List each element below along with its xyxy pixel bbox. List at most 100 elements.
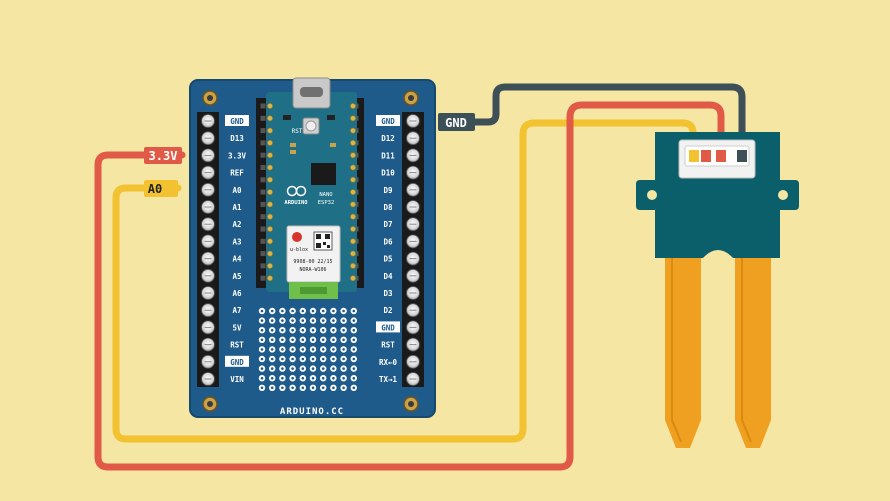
pin-label-text: GND — [230, 117, 244, 126]
pin-label-text: TX→1 — [379, 375, 398, 384]
wires — [94, 83, 746, 471]
pin-label: A3 — [232, 237, 242, 246]
sensor-connector — [678, 139, 756, 179]
pin-label-text: A5 — [232, 272, 241, 281]
pin-label: GND — [376, 321, 400, 333]
pin-label-text: REF — [230, 169, 244, 178]
nano-rst-label: RST — [292, 128, 303, 135]
module-code: 9908-00 22/15 — [293, 259, 332, 265]
pin-label-text: A7 — [232, 306, 241, 315]
gnd-wire — [471, 83, 746, 154]
pin-label-text: A6 — [232, 289, 242, 298]
pin-label-text: D12 — [381, 134, 395, 143]
pin-label-text: RX←0 — [379, 358, 398, 367]
pin-label-text: A3 — [232, 237, 242, 246]
pin-label: D5 — [383, 255, 392, 264]
pin-label-text: D10 — [381, 169, 395, 178]
pin-label: D11 — [381, 151, 395, 160]
pin-label: VIN — [230, 375, 244, 384]
pin-label-text: A2 — [232, 220, 241, 229]
sensor-probe-right — [735, 240, 771, 448]
pin-label: D12 — [381, 134, 395, 143]
pin-label: D13 — [230, 134, 244, 143]
pin-label-text: A1 — [232, 203, 242, 212]
sensor-probe-left — [665, 240, 701, 448]
pin-label-text: D7 — [383, 220, 392, 229]
wire-label-signal-text: A0 — [148, 182, 162, 196]
wire-label-gnd-text: GND — [445, 116, 467, 130]
pin-label-text: VIN — [230, 375, 244, 384]
right-terminal-block — [402, 112, 424, 387]
pin-label: D3 — [383, 289, 393, 298]
mount-hole-right-icon — [778, 190, 788, 200]
pin-label: GND — [225, 115, 249, 126]
module-name: NORA-W106 — [299, 267, 326, 273]
pin-label-text: D3 — [383, 289, 393, 298]
left-terminal-block — [197, 112, 219, 387]
nano-model-line1: NANO — [319, 192, 332, 198]
wire-label-signal: A0 — [144, 180, 178, 197]
pin-label: D6 — [383, 237, 393, 246]
pin-label: A0 — [232, 186, 242, 195]
wire-label-vcc-text: 3.3V — [149, 149, 178, 163]
pin-label: A7 — [232, 306, 241, 315]
pin-label: D10 — [381, 169, 395, 178]
prototyping-grid — [258, 307, 357, 391]
pin-label-text: GND — [381, 117, 395, 126]
pin-label-text: RST — [230, 341, 244, 350]
pin-label: D2 — [383, 306, 392, 315]
module-brand: u-blox — [290, 247, 308, 253]
pin-label: RST — [230, 341, 244, 350]
pin-label-text: 3.3V — [228, 151, 247, 160]
vcc-wire — [94, 101, 725, 471]
nano-model-line2: ESP32 — [318, 200, 335, 206]
pin-label-text: D11 — [381, 151, 395, 160]
pin-label: D4 — [383, 272, 393, 281]
arduino-logo-icon — [286, 185, 307, 197]
pin-label-text: A4 — [232, 255, 242, 264]
pin-label: TX→1 — [379, 375, 398, 384]
pin-label-text: D13 — [230, 134, 244, 143]
mcu-chip — [311, 163, 336, 185]
pin-label-text: D4 — [383, 272, 393, 281]
pin-label-text: A0 — [232, 186, 242, 195]
pin-label: 3.3V — [228, 151, 247, 160]
pin-label-text: 5V — [232, 323, 242, 332]
pin-label-text: GND — [381, 323, 395, 332]
pin-label-text: GND — [230, 358, 244, 367]
ublox-module: u-blox 9908-00 22/15 NORA-W106 — [286, 225, 341, 299]
pin-label-text: D8 — [383, 203, 393, 212]
mount-hole-left-icon — [647, 190, 657, 200]
pin-label-text: RST — [381, 341, 395, 350]
nano-brand: ARDUINO — [284, 200, 308, 206]
pin-label: 5V — [232, 323, 242, 332]
pin-label: GND — [225, 355, 249, 367]
pin-label-text: D2 — [383, 306, 392, 315]
pin-label: RX←0 — [379, 358, 398, 367]
soil-moisture-sensor — [636, 132, 799, 448]
pin-label-text: D5 — [383, 255, 392, 264]
right-pin-labels: GNDD12D11D10D9D8D7D6D5D4D3D2GNDRSTRX←0TX… — [376, 115, 400, 384]
signal-wire — [112, 119, 697, 443]
mounting-screws — [202, 90, 419, 412]
nano-esp32-board: RST ARDUINO NANO ESP32 u-blox 9908-00 22… — [266, 77, 357, 299]
pin-label: D9 — [383, 186, 393, 195]
pin-label: D8 — [383, 203, 393, 212]
pin-label: A6 — [232, 289, 242, 298]
reset-button[interactable] — [302, 117, 320, 135]
pin-label: D7 — [383, 220, 392, 229]
pin-label: A4 — [232, 255, 242, 264]
carrier-footer-text: ARDUINO.CC — [280, 407, 344, 417]
wire-label-gnd: GND — [438, 113, 475, 131]
wire-label-vcc: 3.3V — [144, 147, 182, 164]
pin-label-text: D9 — [383, 186, 393, 195]
pin-label: A2 — [232, 220, 241, 229]
pin-label: RST — [381, 341, 395, 350]
pin-label: REF — [230, 169, 244, 178]
pin-label: GND — [376, 115, 400, 126]
pin-label: A5 — [232, 272, 241, 281]
pin-label-text: D6 — [383, 237, 393, 246]
pin-label: A1 — [232, 203, 242, 212]
